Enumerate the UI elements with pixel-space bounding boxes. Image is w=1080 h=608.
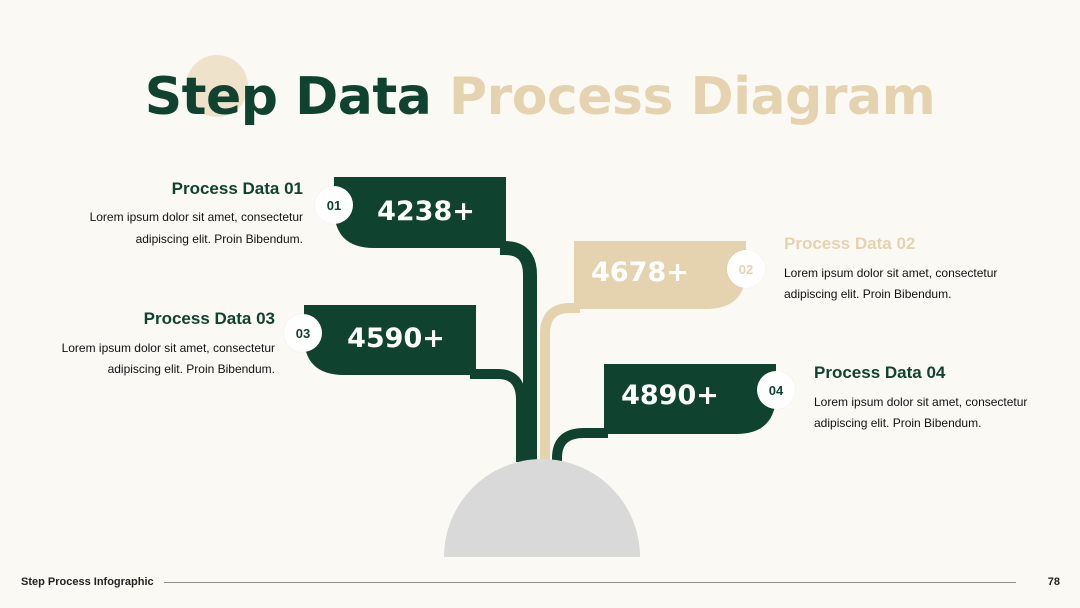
value-01: 4238+ [377, 196, 475, 227]
desc-03-line1: Lorem ipsum dolor sit amet, consectetur [61, 341, 275, 355]
page-number: 78 [1047, 576, 1060, 588]
badge-01: 01 [315, 186, 353, 224]
badge-04: 04 [757, 371, 795, 409]
flag-03-shape [304, 305, 476, 375]
value-02: 4678+ [591, 257, 689, 288]
stem-01 [500, 241, 537, 462]
flag-02-shape [574, 241, 746, 309]
stem-03 [470, 369, 526, 462]
desc-04-line2: adipiscing elit. Proin Bibendum. [814, 416, 982, 430]
badge-03: 03 [284, 314, 322, 352]
desc-01-line1: Lorem ipsum dolor sit amet, consectetur [89, 210, 303, 224]
desc-04-line1: Lorem ipsum dolor sit amet, consectetur [814, 395, 1028, 409]
title-decoration-circle [186, 55, 248, 117]
value-04: 4890+ [621, 380, 719, 411]
footer-label: Step Process Infographic [21, 576, 154, 588]
heading-01: Process Data 01 [171, 179, 303, 198]
desc-02-line1: Lorem ipsum dolor sit amet, consectetur [784, 266, 998, 280]
badge-02: 02 [727, 250, 765, 288]
stem-04 [552, 428, 608, 462]
desc-01-line2: adipiscing elit. Proin Bibendum. [135, 232, 303, 246]
title-part-dark: Step Data [144, 67, 432, 127]
page-title: Step Data Process Diagram [0, 62, 1080, 132]
heading-04: Process Data 04 [814, 363, 946, 382]
desc-03-line2: adipiscing elit. Proin Bibendum. [107, 362, 275, 376]
flag-01-shape [334, 177, 506, 248]
stem-02 [540, 303, 580, 462]
desc-02-line2: adipiscing elit. Proin Bibendum. [784, 287, 952, 301]
base-semicircle [444, 459, 640, 557]
footer-divider [164, 582, 1016, 583]
title-part-light: Process Diagram [448, 67, 936, 127]
flag-04-shape [604, 364, 776, 434]
value-03: 4590+ [347, 323, 445, 354]
heading-03: Process Data 03 [143, 309, 275, 328]
heading-02: Process Data 02 [784, 234, 916, 253]
